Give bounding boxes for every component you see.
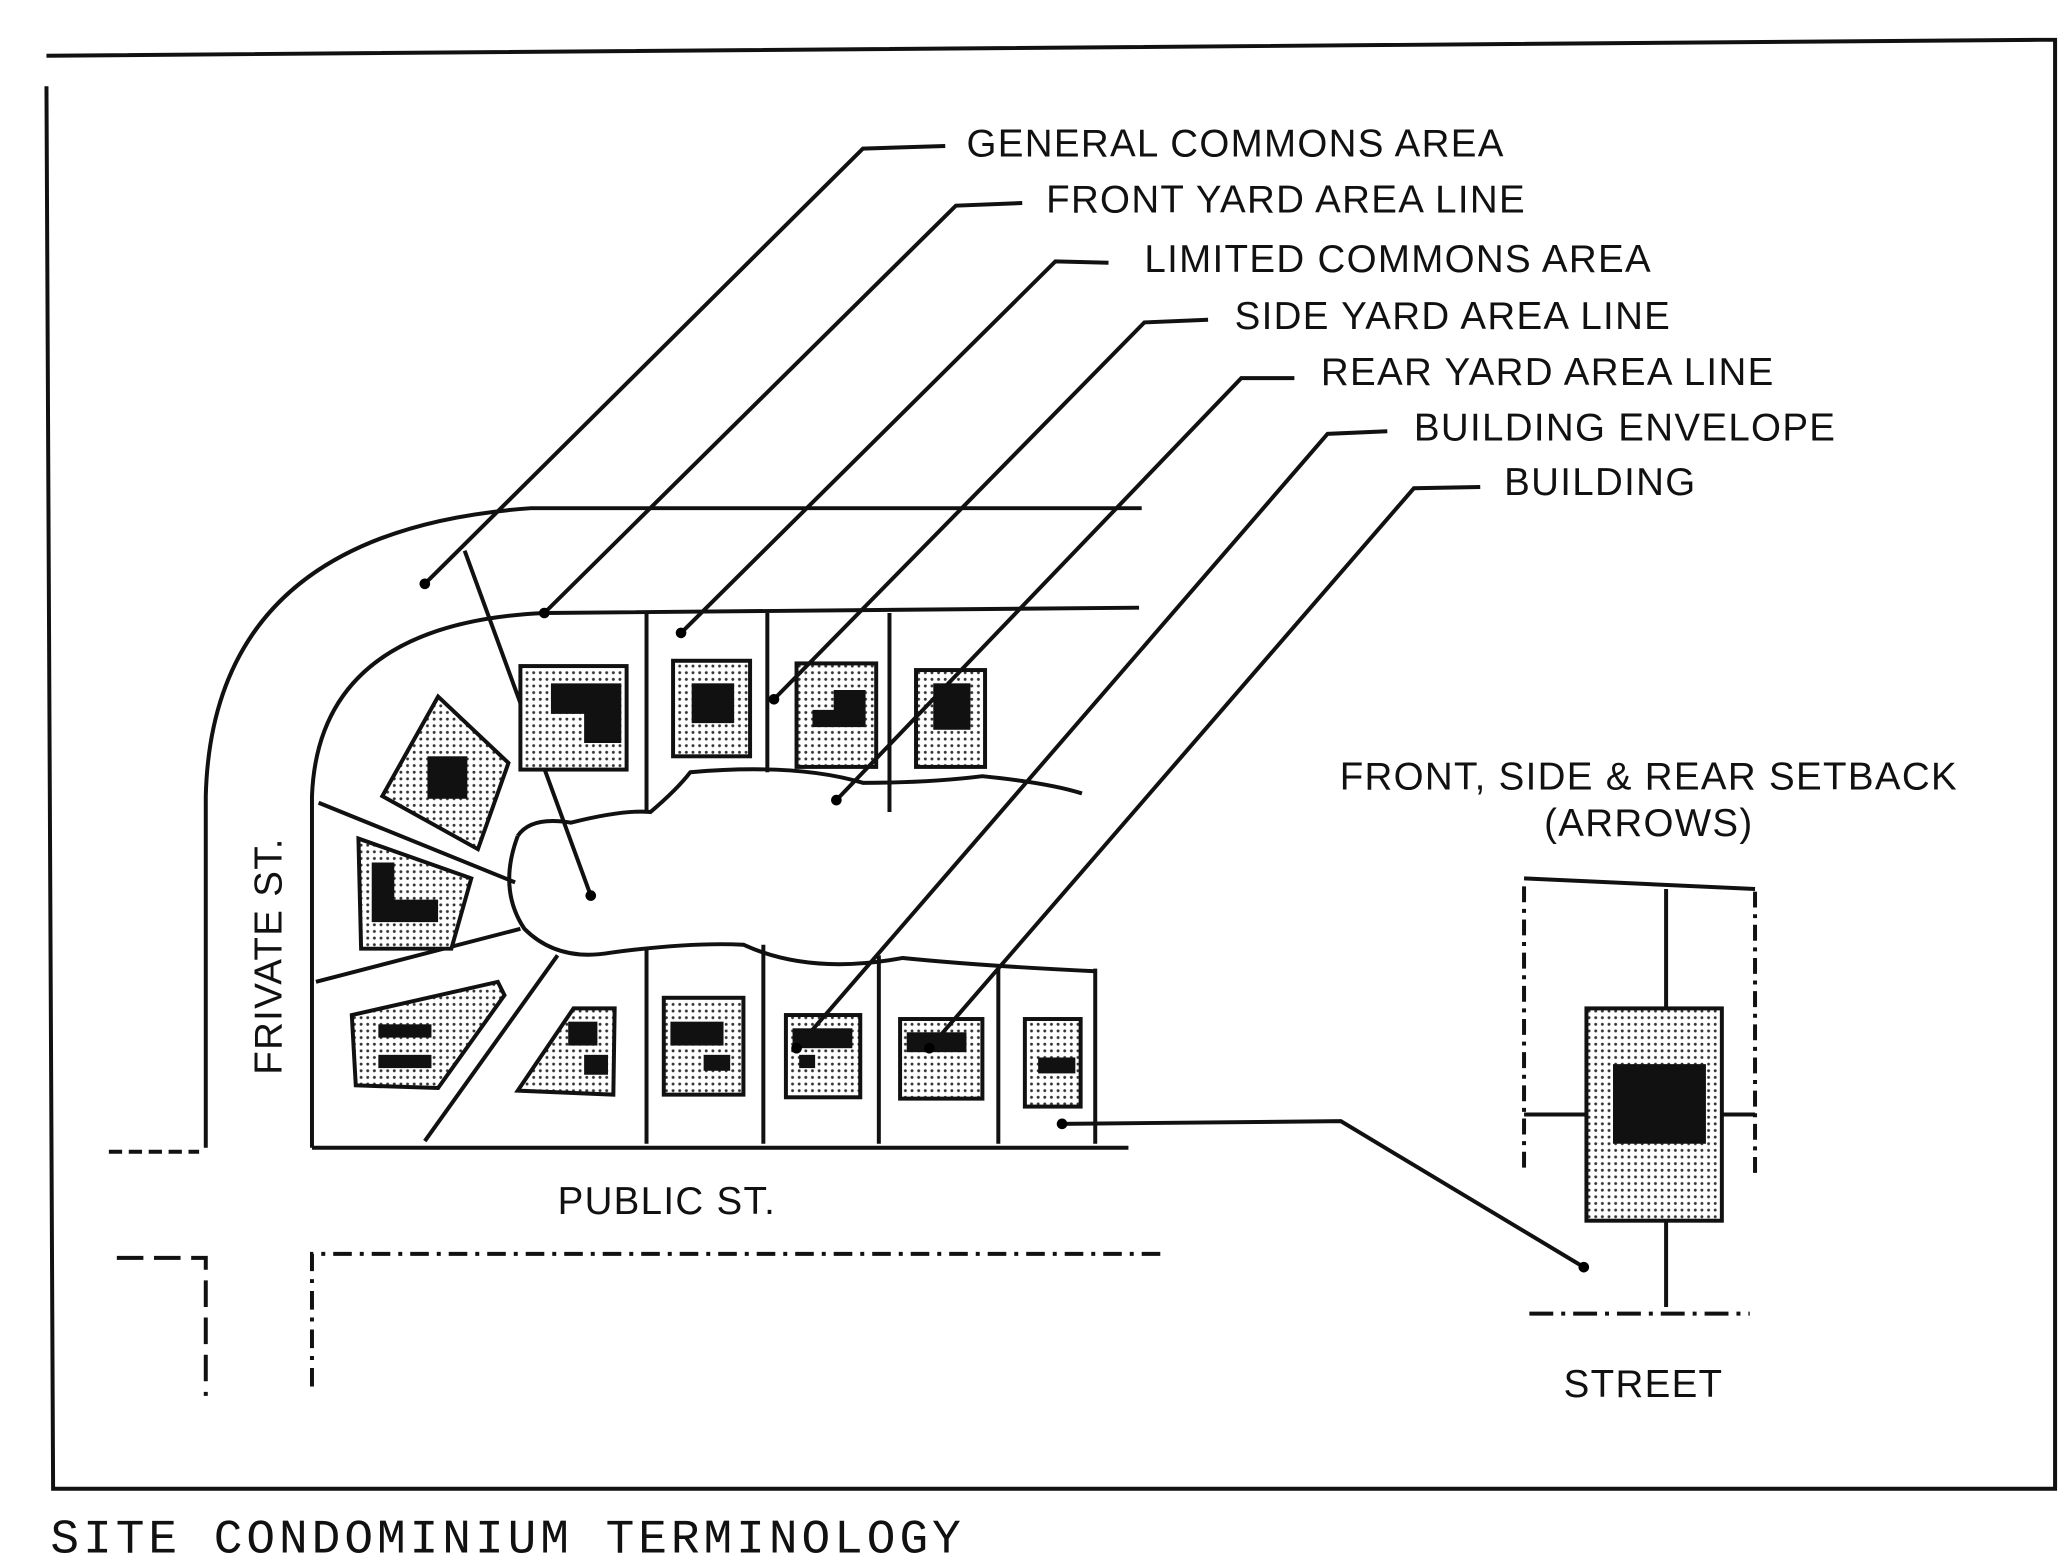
- label-private-street: FRIVATE ST.: [247, 837, 290, 1075]
- lots: [349, 658, 1083, 1109]
- label-building: BUILDING: [1504, 461, 1696, 504]
- label-front-yard-area-line: FRONT YARD AREA LINE: [1046, 178, 1526, 221]
- label-building-envelope: BUILDING ENVELOPE: [1414, 407, 1836, 450]
- label-street: STREET: [1564, 1363, 1724, 1406]
- label-side-yard-area-line: SIDE YARD AREA LINE: [1235, 295, 1672, 338]
- label-rear-yard-area-line: REAR YARD AREA LINE: [1321, 351, 1775, 394]
- diagram-frame: [44, 37, 2058, 1491]
- label-general-commons-area: GENERAL COMMONS AREA: [966, 123, 1504, 166]
- inset-title-line1: FRONT, SIDE & REAR SETBACK: [1340, 755, 1958, 798]
- private-street-outline: [108, 506, 1169, 1396]
- label-public-street: PUBLIC ST.: [558, 1180, 777, 1223]
- leader-lines: [419, 143, 1590, 1273]
- diagram-caption: SITE CONDOMINIUM TERMINOLOGY: [50, 1513, 964, 1567]
- setback-inset: FRONT, SIDE & REAR SETBACK (ARROWS) STRE…: [1340, 755, 1958, 1406]
- inset-title-line2: (ARROWS): [1544, 802, 1753, 845]
- label-limited-commons-area: LIMITED COMMONS AREA: [1144, 238, 1652, 281]
